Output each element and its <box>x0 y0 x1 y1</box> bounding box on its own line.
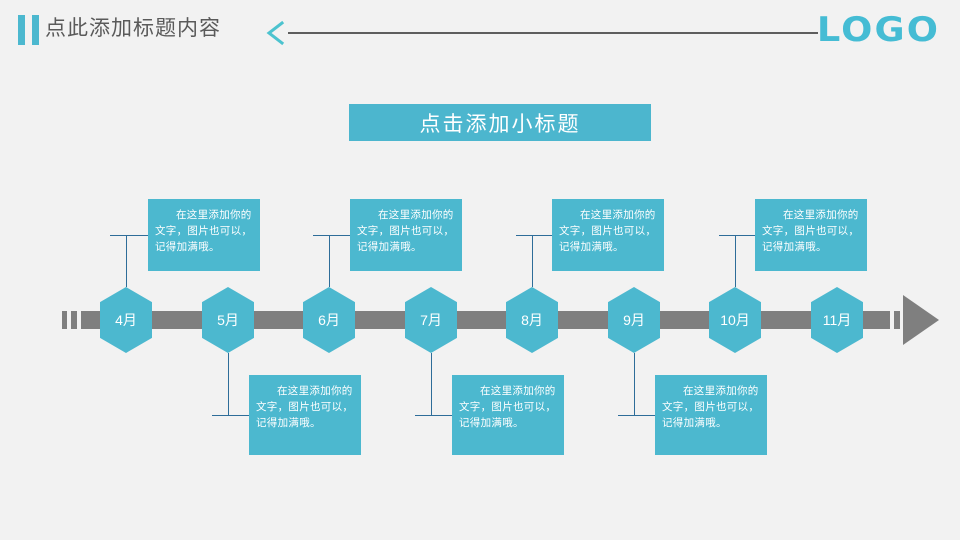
timeline-node-label: 11月 <box>822 312 852 328</box>
timeline-node-4[interactable]: 7月 <box>405 287 457 353</box>
timeline-callout-5[interactable]: 在这里添加你的文字，图片也可以，记得加满哦。 <box>552 199 664 271</box>
timeline-connector-vertical-4 <box>431 353 432 415</box>
subtitle-text: 点击添加小标题 <box>419 112 581 136</box>
subtitle-banner[interactable]: 点击添加小标题 <box>349 104 651 141</box>
timeline-callout-1[interactable]: 在这里添加你的文字，图片也可以，记得加满哦。 <box>148 199 260 271</box>
timeline-callout-2[interactable]: 在这里添加你的文字，图片也可以，记得加满哦。 <box>249 375 361 455</box>
timeline-callout-text: 在这里添加你的文字，图片也可以，记得加满哦。 <box>559 209 657 253</box>
timeline-node-label: 10月 <box>720 312 750 328</box>
timeline-callout-6[interactable]: 在这里添加你的文字，图片也可以，记得加满哦。 <box>655 375 767 455</box>
timeline-connector-horizontal-2 <box>212 415 249 416</box>
timeline-connector-horizontal-1 <box>110 235 148 236</box>
logo: LOGO <box>816 10 940 50</box>
timeline-node-label: 5月 <box>217 312 239 328</box>
timeline-node-8[interactable]: 11月 <box>811 287 863 353</box>
header-divider-line <box>288 32 818 34</box>
timeline-node-1[interactable]: 4月 <box>100 287 152 353</box>
timeline-node-7[interactable]: 10月 <box>709 287 761 353</box>
timeline-callout-text: 在这里添加你的文字，图片也可以，记得加满哦。 <box>662 385 760 429</box>
timeline-tick-left-3 <box>81 311 89 329</box>
timeline-connector-vertical-3 <box>329 235 330 287</box>
timeline-connector-horizontal-6 <box>618 415 655 416</box>
arrow-left-icon <box>264 20 290 46</box>
timeline-node-5[interactable]: 8月 <box>506 287 558 353</box>
page-title: 点此添加标题内容 <box>45 17 221 40</box>
timeline-connector-vertical-1 <box>126 235 127 287</box>
timeline-connector-horizontal-4 <box>415 415 452 416</box>
timeline-connector-horizontal-7 <box>719 235 755 236</box>
timeline-connector-vertical-6 <box>634 353 635 415</box>
timeline-bar <box>88 311 882 329</box>
timeline-connector-vertical-7 <box>735 235 736 287</box>
timeline-tick-left-2 <box>71 311 77 329</box>
timeline-tick-left-1 <box>62 311 67 329</box>
timeline-node-label: 4月 <box>115 312 137 328</box>
timeline-node-2[interactable]: 5月 <box>202 287 254 353</box>
timeline-connector-horizontal-5 <box>516 235 552 236</box>
timeline-node-3[interactable]: 6月 <box>303 287 355 353</box>
timeline-node-6[interactable]: 9月 <box>608 287 660 353</box>
timeline-callout-text: 在这里添加你的文字，图片也可以，记得加满哦。 <box>762 209 860 253</box>
timeline-arrow-head-icon <box>903 295 939 345</box>
timeline-tick-right-1 <box>881 311 890 329</box>
timeline-callout-3[interactable]: 在这里添加你的文字，图片也可以，记得加满哦。 <box>350 199 462 271</box>
header-accent-bar-2 <box>32 15 39 45</box>
timeline-node-label: 6月 <box>318 312 340 328</box>
timeline-node-label: 8月 <box>521 312 543 328</box>
timeline-callout-text: 在这里添加你的文字，图片也可以，记得加满哦。 <box>357 209 455 253</box>
timeline-callout-4[interactable]: 在这里添加你的文字，图片也可以，记得加满哦。 <box>452 375 564 455</box>
timeline-callout-text: 在这里添加你的文字，图片也可以，记得加满哦。 <box>459 385 557 429</box>
timeline-callout-text: 在这里添加你的文字，图片也可以，记得加满哦。 <box>155 209 253 253</box>
timeline-callout-7[interactable]: 在这里添加你的文字，图片也可以，记得加满哦。 <box>755 199 867 271</box>
header-accent-bar-1 <box>18 15 25 45</box>
timeline-node-label: 9月 <box>623 312 645 328</box>
timeline-tick-right-2 <box>894 311 900 329</box>
timeline-connector-vertical-5 <box>532 235 533 287</box>
timeline-connector-horizontal-3 <box>313 235 350 236</box>
timeline-callout-text: 在这里添加你的文字，图片也可以，记得加满哦。 <box>256 385 354 429</box>
timeline-node-label: 7月 <box>420 312 442 328</box>
header-accent-bars <box>18 15 39 45</box>
timeline-connector-vertical-2 <box>228 353 229 415</box>
